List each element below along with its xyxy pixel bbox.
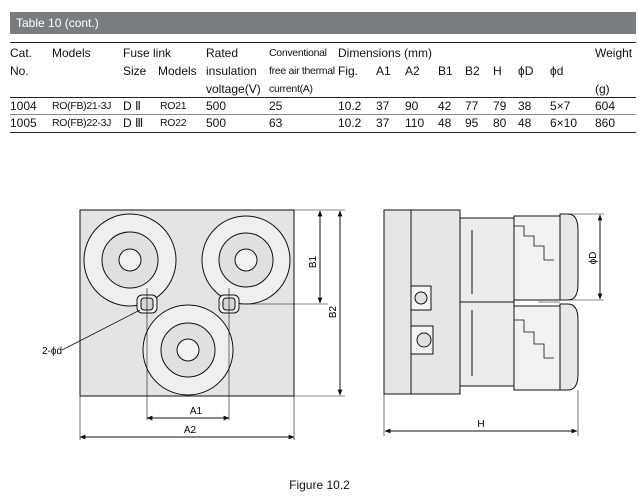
row1-b1: 42 [438,99,452,113]
header-phi-d: ϕd [550,64,564,78]
row2-h: 80 [493,116,507,130]
row1-fig: 10.2 [338,99,362,113]
table-rule-top [10,42,636,43]
row2-cat: 1005 [10,116,37,130]
header-h: H [493,64,502,78]
label-2-phi-d: 2-ϕd [42,346,62,357]
cap-lower [559,303,579,391]
header-models: Models [52,46,91,60]
row1-cat: 1004 [10,99,37,113]
row2-D: 48 [518,116,532,130]
row1-h: 79 [493,99,507,113]
table-title-banner: Table 10 (cont.) [10,12,636,34]
cap-upper [559,213,579,301]
header-b2: B2 [465,64,480,78]
fuse-holder-top-left [83,213,177,307]
header-dimensions: Dimensions (mm) [338,46,433,60]
header-cat: Cat. [10,46,33,60]
header-weight-unit: (g) [595,82,610,96]
header-weight: Weight [595,46,633,60]
row2-fig: 10.2 [338,116,362,130]
fuse-carrier-upper [513,215,561,301]
row1-d: 5×7 [550,99,571,113]
row1-weight: 604 [595,99,616,113]
label-b2: B2 [328,305,339,318]
header-rated: Rated [206,46,239,60]
header-size: Size [123,64,147,78]
row1-current: 25 [269,99,283,113]
row2-d: 6×10 [550,116,578,130]
table-rule-row [10,114,636,115]
header-fig: Fig. [338,64,359,78]
row1-a1: 37 [376,99,390,113]
row2-a2: 110 [405,116,425,130]
label-a2: A2 [184,425,197,436]
row2-weight: 860 [595,116,616,130]
table-rule-bottom [10,132,636,133]
row1-D: 38 [518,99,532,113]
header-b1: B1 [438,64,453,78]
row2-size: D Ⅲ [123,116,144,130]
label-phi-D: ϕD [588,252,599,265]
fuse-holder-top-right [201,215,291,305]
row2-a1: 37 [376,116,390,130]
header-current: current(A) [269,83,313,95]
header-voltage: voltage(V) [206,82,261,96]
row2-fuse-model: RO22 [160,117,187,129]
label-h: H [477,419,484,430]
row1-fuse-model: RO21 [160,100,187,112]
header-insulation: insulation [206,64,257,78]
row2-current: 63 [269,116,283,130]
header-fuse-link: Fuse link [123,46,172,60]
row2-b2: 95 [465,116,479,130]
row1-a2: 90 [405,99,419,113]
header-a1: A1 [376,64,391,78]
header-no: No. [10,64,29,78]
row1-voltage: 500 [206,99,227,113]
header-phi-D: ϕD [518,64,534,78]
fuse-holder-bottom [142,304,234,396]
row1-model: RO(FB)21-3J [52,100,112,112]
label-a1: A1 [190,406,203,417]
row2-b1: 48 [438,116,452,130]
header-free-air: free air thermal [269,65,335,77]
side-view [383,209,604,436]
row1-size: D Ⅱ [123,99,141,113]
header-a2: A2 [405,64,420,78]
header-fuse-models: Models [158,64,197,78]
front-view [61,209,345,440]
header-conventional: Conventional [269,47,327,59]
row2-model: RO(FB)22-3J [52,117,112,129]
fuse-carrier-lower [513,305,561,391]
row1-b2: 77 [465,99,479,113]
figure-caption: Figure 10.2 [289,478,350,492]
label-b1: B1 [308,255,319,268]
table-rule-header [10,97,636,98]
row2-voltage: 500 [206,116,227,130]
